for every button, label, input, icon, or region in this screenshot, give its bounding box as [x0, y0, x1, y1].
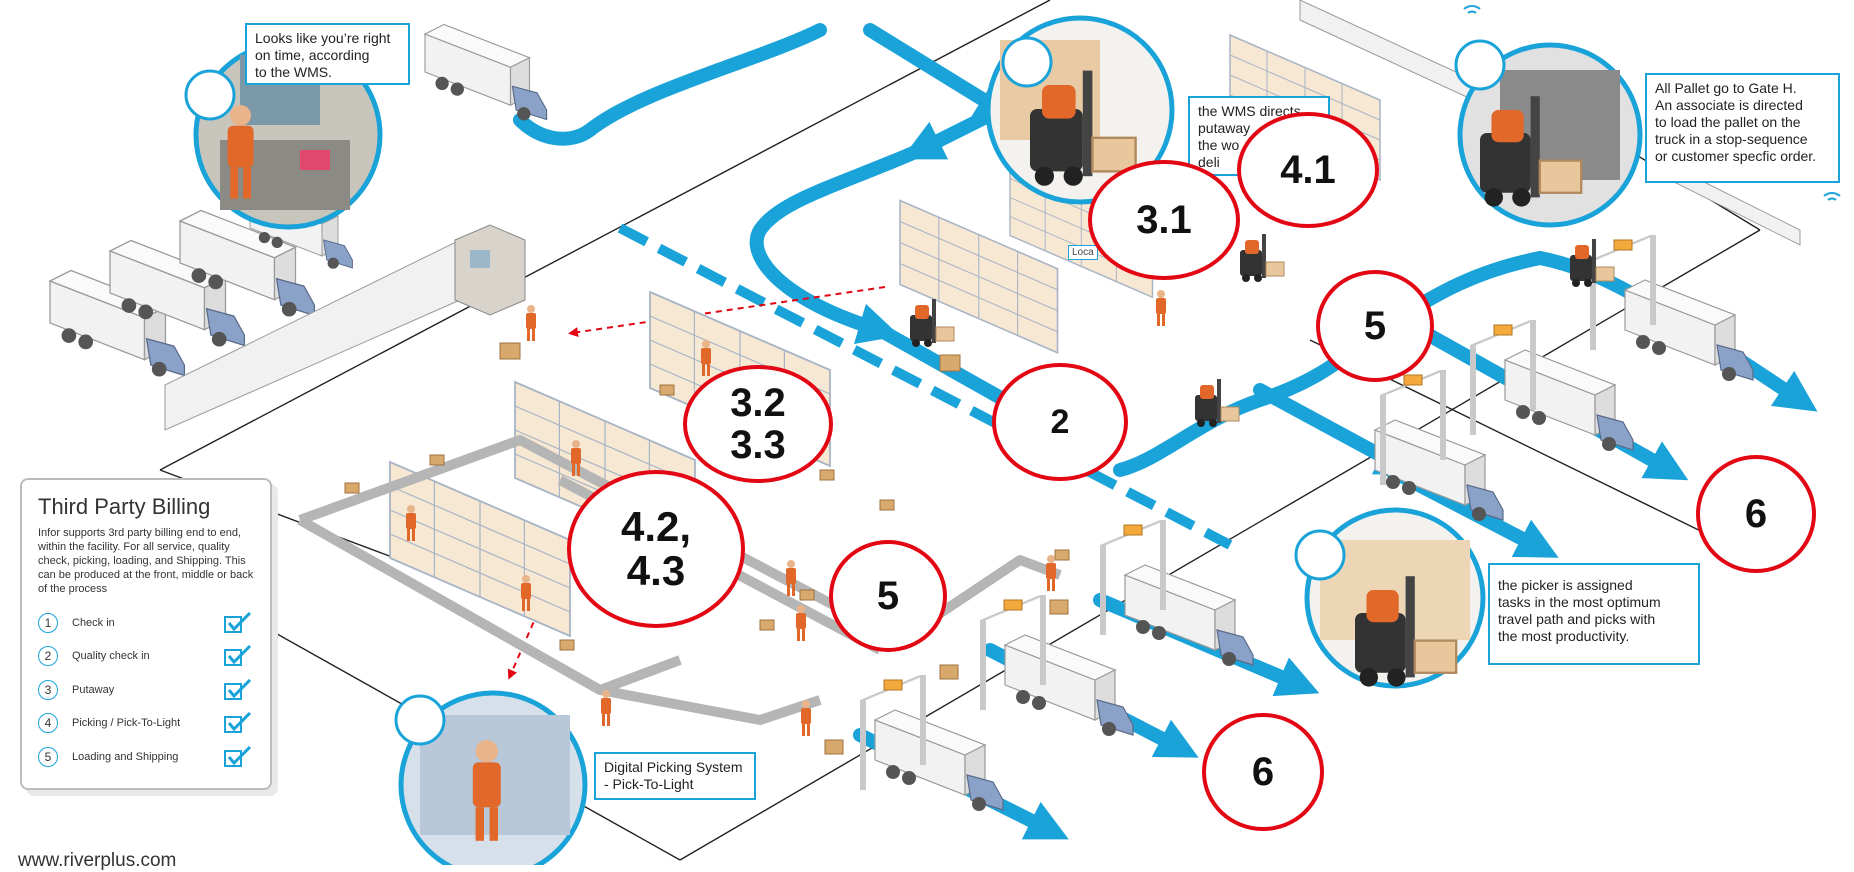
billing-step: 3 Putaway — [38, 673, 258, 707]
step-marker-3-1: 3.1 — [1088, 160, 1240, 280]
pick-arrows — [507, 286, 886, 680]
dashed-flow-path — [617, 223, 1233, 550]
callout-circle-picker — [1294, 507, 1486, 689]
wms-time-callout: Looks like you’re right on time, accordi… — [245, 23, 410, 85]
billing-step: 5 Loading and Shipping — [38, 740, 258, 774]
checkmark-icon — [224, 745, 252, 767]
picker-callout: the picker is assigned tasks in the most… — [1488, 563, 1700, 665]
step-label: Check in — [72, 616, 115, 629]
billing-step: 2 Quality check in — [38, 640, 258, 674]
step-number: 3 — [38, 679, 58, 700]
checkmark-icon — [224, 712, 252, 734]
location-label: Loca — [1068, 245, 1098, 260]
step-label: Picking / Pick-To-Light — [72, 717, 181, 730]
step-marker-5-loading: 5 — [1316, 270, 1434, 382]
step-number: 2 — [38, 646, 58, 667]
billing-step: 1 Check in — [38, 606, 258, 640]
checkmark-icon — [224, 678, 252, 700]
wifi-icon — [1463, 5, 1841, 201]
digital-picking-callout: Digital Picking System - Pick-To-Light — [594, 752, 756, 800]
callout-circle-checkin — [184, 40, 383, 230]
step-label: Putaway — [72, 683, 115, 696]
guard-booth — [454, 224, 526, 316]
callout-circle-pick-to-light — [394, 690, 588, 865]
step-marker-6-bottom: 6 — [1202, 713, 1324, 831]
step-marker-4-1: 4.1 — [1237, 112, 1379, 228]
website-url: www.riverplus.com — [18, 850, 177, 871]
step-marker-5-conveyor: 5 — [829, 540, 947, 652]
checkmark-icon — [224, 645, 252, 667]
billing-description: Infor supports 3rd party billing end to … — [38, 527, 254, 595]
step-number: 1 — [38, 612, 58, 633]
billing-step: 4 Picking / Pick-To-Light — [38, 707, 258, 741]
gate-h-callout: All Pallet go to Gate H. An associate is… — [1645, 73, 1840, 183]
step-marker-2: 2 — [992, 363, 1128, 481]
step-number: 5 — [38, 746, 58, 767]
step-marker-4-2-4-3: 4.2, 4.3 — [567, 470, 745, 628]
step-marker-6-right: 6 — [1696, 455, 1816, 573]
step-marker-3-2-3-3: 3.2 3.3 — [683, 365, 833, 483]
billing-title: Third Party Billing — [38, 494, 211, 519]
step-label: Loading and Shipping — [72, 750, 179, 763]
billing-steps: 1 Check in 2 Quality check in 3 Putaway … — [38, 606, 258, 774]
callout-circle-loading — [1454, 39, 1643, 228]
callout-circle-putaway — [985, 15, 1175, 205]
boxes — [344, 342, 1070, 755]
step-number: 4 — [38, 713, 58, 734]
step-label: Quality check in — [72, 650, 150, 663]
checkmark-icon — [224, 611, 252, 633]
third-party-billing-panel: Third Party Billing Infor supports 3rd p… — [20, 478, 272, 790]
